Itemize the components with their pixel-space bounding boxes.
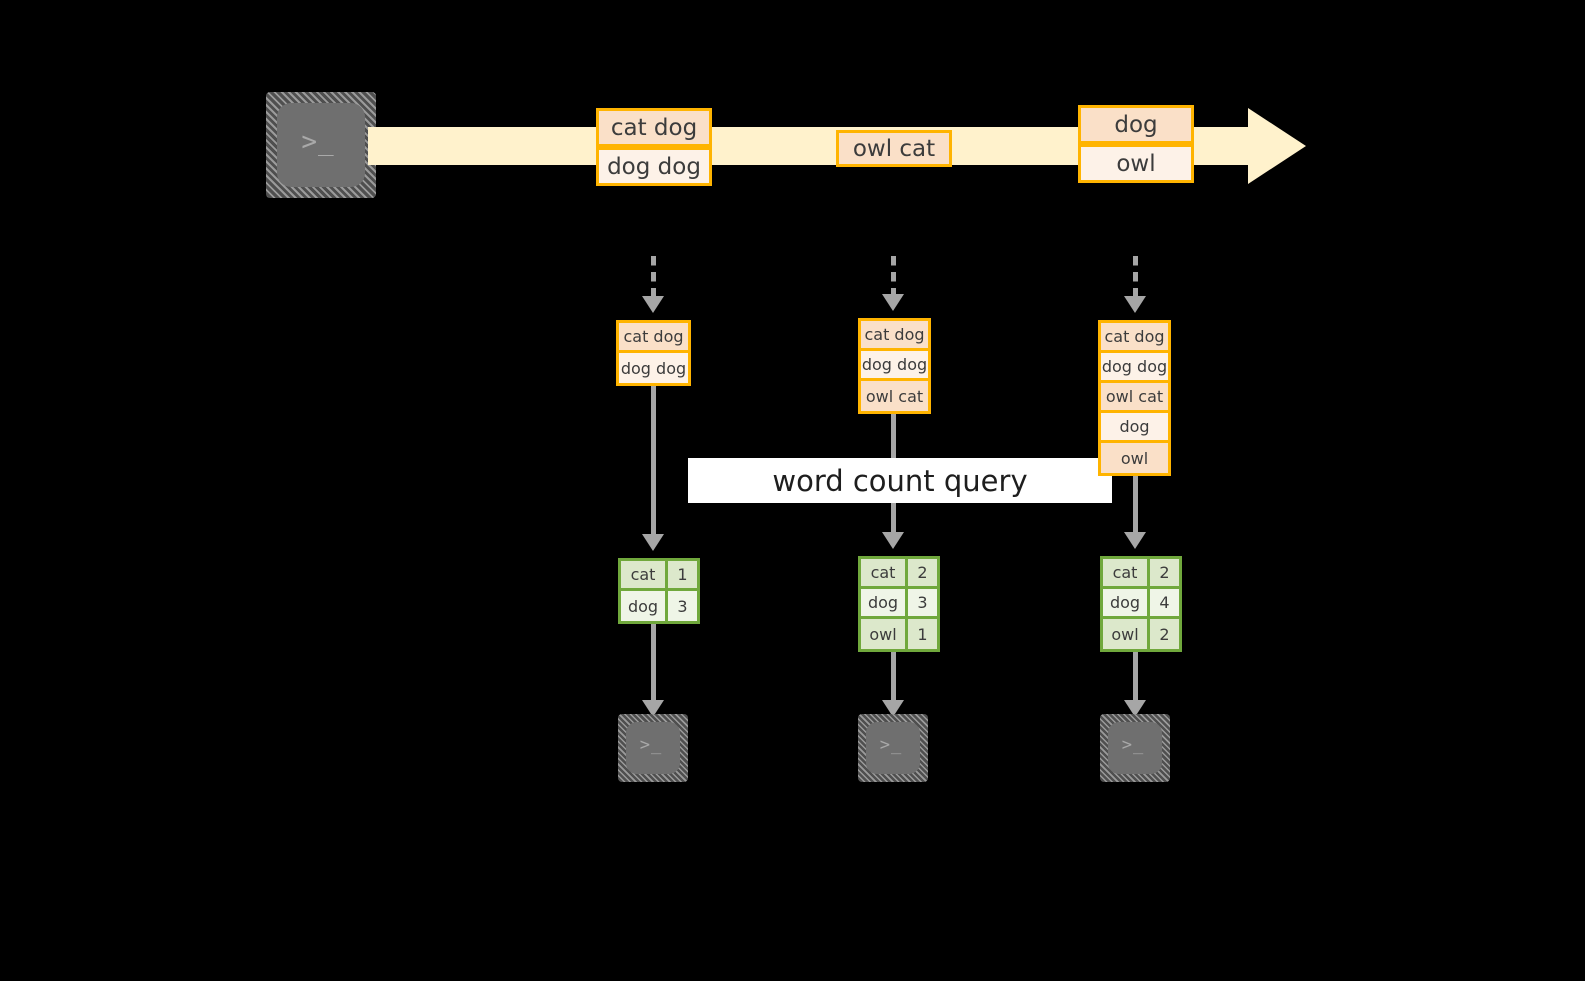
input-log-table-2: cat dog dog dog owl cat [858, 318, 931, 414]
result-word: cat [861, 559, 908, 586]
terminal-face [1108, 722, 1162, 774]
source-terminal-icon: >_ [266, 92, 376, 198]
table-row: dog 3 [621, 591, 697, 621]
trigger-connector-3 [1133, 256, 1138, 298]
sink-connector-3 [1133, 652, 1138, 706]
result-count: 1 [668, 561, 697, 588]
input-log-row: dog dog [1101, 353, 1168, 383]
query-arrowhead-3 [1124, 532, 1146, 549]
sink-terminal-icon-2: >_ [858, 714, 928, 782]
result-word: cat [1103, 559, 1150, 586]
sink-connector-2 [891, 652, 896, 706]
sink-terminal-icon-3: >_ [1100, 714, 1170, 782]
result-count: 4 [1150, 589, 1179, 616]
input-log-row: cat dog [861, 321, 928, 351]
sink-connector-1 [651, 624, 656, 704]
sink-arrowhead-3 [1124, 700, 1146, 717]
sink-arrowhead-2 [882, 700, 904, 717]
result-count: 2 [1150, 619, 1179, 649]
result-table-1: cat 1 dog 3 [618, 558, 700, 624]
result-count: 1 [908, 619, 937, 649]
input-log-row: owl [1101, 443, 1168, 473]
table-row: owl 1 [861, 619, 937, 649]
input-log-row: dog dog [619, 353, 688, 383]
result-word: dog [861, 589, 908, 616]
terminal-face [626, 722, 680, 774]
trigger-connector-1 [651, 256, 656, 298]
input-log-row: dog [1101, 413, 1168, 443]
terminal-prompt-glyph: >_ [879, 735, 903, 755]
input-log-table-3: cat dog dog dog owl cat dog owl [1098, 320, 1171, 476]
query-connector-3 [1133, 476, 1138, 534]
query-label: word count query [772, 463, 1028, 498]
trigger-arrowhead-2 [882, 294, 904, 311]
table-row: cat 2 [1103, 559, 1179, 589]
input-log-row: cat dog [1101, 323, 1168, 353]
table-row: owl 2 [1103, 619, 1179, 649]
table-row: cat 1 [621, 561, 697, 591]
query-arrowhead-2 [882, 532, 904, 549]
result-word: cat [621, 561, 668, 588]
result-word: owl [1103, 619, 1150, 649]
query-arrowhead-1 [642, 534, 664, 551]
stream-event-1-line-1: cat dog [596, 108, 712, 147]
query-band: word count query [688, 458, 1112, 503]
table-row: dog 4 [1103, 589, 1179, 619]
terminal-face [277, 103, 365, 187]
stream-event-2-line-1: owl cat [836, 130, 952, 167]
input-log-row: cat dog [619, 323, 688, 353]
terminal-prompt-glyph: >_ [639, 735, 663, 755]
sink-arrowhead-1 [642, 700, 664, 717]
result-word: dog [621, 591, 668, 621]
sink-terminal-icon-1: >_ [618, 714, 688, 782]
result-word: owl [861, 619, 908, 649]
terminal-prompt-glyph: >_ [301, 127, 335, 157]
result-count: 2 [1150, 559, 1179, 586]
input-log-row: dog dog [861, 351, 928, 381]
table-row: dog 3 [861, 589, 937, 619]
result-count: 2 [908, 559, 937, 586]
stream-event-3-line-2: owl [1078, 144, 1194, 183]
trigger-arrowhead-3 [1124, 296, 1146, 313]
trigger-connector-2 [891, 256, 896, 296]
stream-event-3-line-1: dog [1078, 105, 1194, 144]
result-word: dog [1103, 589, 1150, 616]
result-table-2: cat 2 dog 3 owl 1 [858, 556, 940, 652]
terminal-prompt-glyph: >_ [1121, 735, 1145, 755]
table-row: cat 2 [861, 559, 937, 589]
input-log-row: owl cat [861, 381, 928, 411]
result-table-3: cat 2 dog 4 owl 2 [1100, 556, 1182, 652]
input-log-table-1: cat dog dog dog [616, 320, 691, 386]
trigger-arrowhead-1 [642, 296, 664, 313]
stream-event-1-line-2: dog dog [596, 147, 712, 186]
result-count: 3 [908, 589, 937, 616]
input-log-row: owl cat [1101, 383, 1168, 413]
result-count: 3 [668, 591, 697, 621]
query-connector-1 [651, 386, 656, 536]
terminal-face [866, 722, 920, 774]
